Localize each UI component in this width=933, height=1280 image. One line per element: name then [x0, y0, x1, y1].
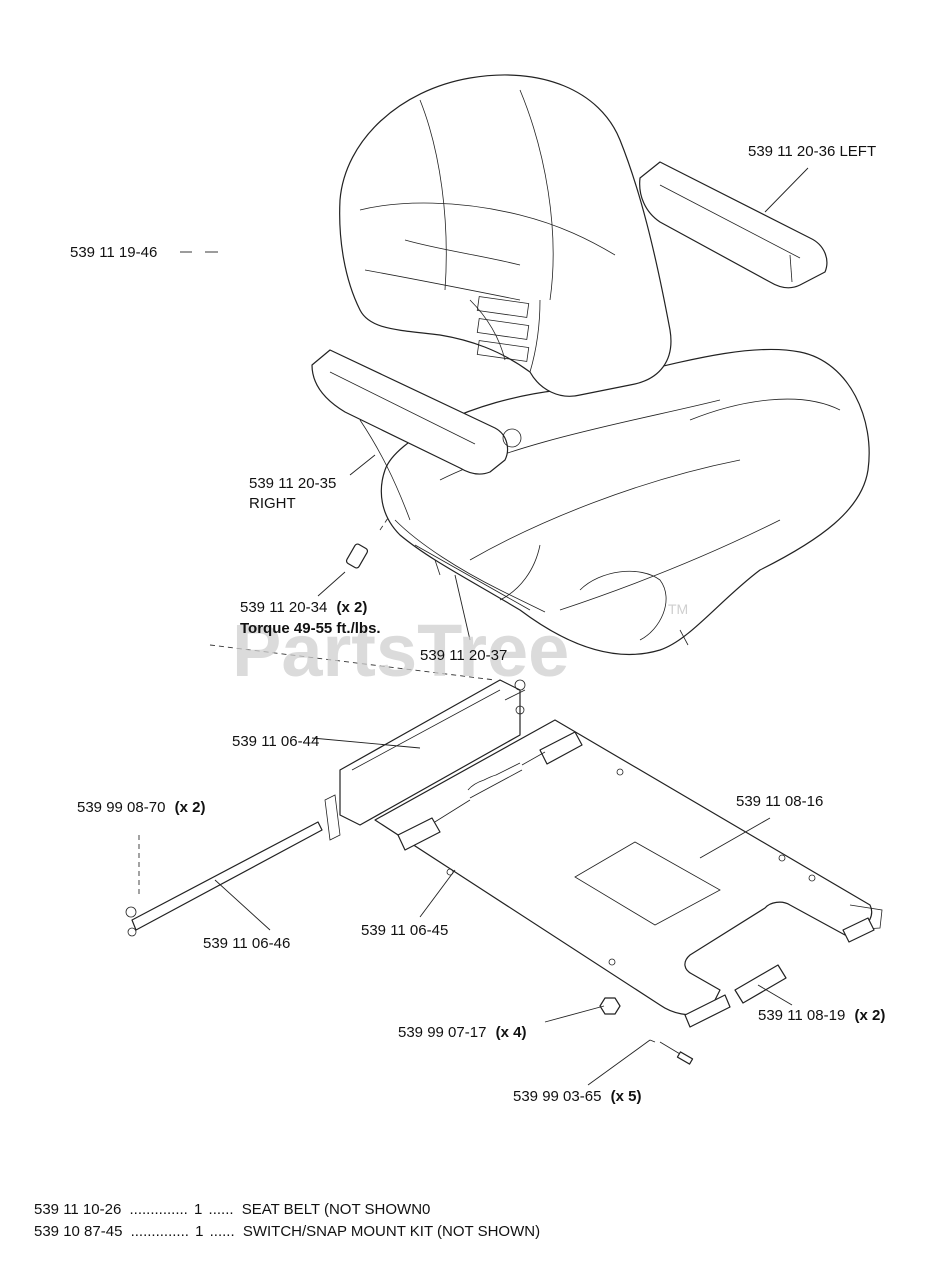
callout-spring: 539 11 06-45: [361, 922, 448, 939]
callout-armrest-left: 539 11 20-36 LEFT: [748, 143, 876, 160]
callout-nut-part: 539 99 07-17: [398, 1024, 486, 1041]
callout-seat-pan: 539 11 20-37: [420, 647, 507, 664]
callout-armrest-right-line2: RIGHT: [249, 495, 296, 512]
note-dots: ..............: [129, 1201, 187, 1218]
callout-slide-bracket-part: 539 11 06-44: [232, 733, 319, 750]
note-desc: SEAT BELT (NOT SHOWN0: [242, 1201, 431, 1218]
callout-pin-part: 539 99 03-65: [513, 1088, 601, 1105]
callout-clip-qty: (x 2): [175, 799, 206, 816]
callout-bushing-part: 539 11 08-19: [758, 1007, 845, 1024]
callout-armrest-right: 539 11 20-35: [249, 475, 336, 492]
callout-spring-part: 539 11 06-45: [361, 922, 448, 939]
callout-seat-bolt-torque: Torque 49-55 ft./lbs.: [240, 620, 381, 637]
callout-backrest: 539 11 19-46: [70, 244, 157, 261]
armrest-right: [311, 349, 522, 521]
callout-seat-bolt-qty: (x 2): [336, 599, 367, 616]
slide-bracket: [324, 679, 526, 841]
callout-pivot-rod: 539 11 06-46: [203, 935, 290, 952]
pivot-rod: [125, 821, 323, 937]
callout-seat-pan-part: 539 11 20-37: [420, 647, 507, 664]
callout-armrest-left-part: 539 11 20-36 LEFT: [748, 143, 876, 160]
watermark-trademark: TM: [668, 601, 688, 617]
callout-seat-bolt-part: 539 11 20-34: [240, 599, 327, 616]
armrest-left: [639, 161, 828, 289]
callout-pivot-rod-part: 539 11 06-46: [203, 935, 290, 952]
note-row: 539 11 10-26 .............. 1 ...... SEA…: [34, 1201, 430, 1218]
watermark-text: PartsTree: [232, 609, 569, 692]
callout-armrest-right-side: RIGHT: [249, 495, 296, 512]
callout-armrest-right-part: 539 11 20-35: [249, 475, 336, 492]
note-part: 539 10 87-45: [34, 1223, 122, 1240]
note-desc: SWITCH/SNAP MOUNT KIT (NOT SHOWN): [243, 1223, 540, 1240]
callout-nut: 539 99 07-17 (x 4): [398, 1024, 526, 1041]
callout-clip: 539 99 08-70 (x 2): [77, 799, 205, 816]
callout-slide-bracket: 539 11 06-44: [232, 733, 319, 750]
note-qty: 1: [195, 1223, 203, 1240]
callout-seat-plate: 539 11 08-16: [736, 793, 823, 810]
nut: [599, 997, 621, 1015]
note-dots: ......: [209, 1201, 234, 1218]
callout-seat-plate-part: 539 11 08-16: [736, 793, 823, 810]
callout-seat-bolt: 539 11 20-34 (x 2): [240, 599, 367, 616]
spring: [397, 731, 583, 851]
callout-pin-qty: (x 5): [611, 1088, 642, 1105]
seat-cushion: [380, 348, 870, 656]
backrest: [339, 74, 672, 397]
note-part: 539 11 10-26: [34, 1201, 121, 1218]
callout-bushing: 539 11 08-19 (x 2): [758, 1007, 885, 1024]
callout-pin: 539 99 03-65 (x 5): [513, 1088, 641, 1105]
callout-bushing-qty: (x 2): [854, 1007, 885, 1024]
callout-backrest-part: 539 11 19-46: [70, 244, 157, 261]
note-qty: 1: [194, 1201, 202, 1218]
note-dots: ......: [210, 1223, 235, 1240]
seat-pan: [394, 519, 689, 646]
callout-nut-qty: (x 4): [496, 1024, 527, 1041]
bushing: [684, 917, 875, 1028]
callout-seat-bolt-line2: Torque 49-55 ft./lbs.: [240, 620, 381, 637]
callout-clip-part: 539 99 08-70: [77, 799, 165, 816]
seat-bolt: [345, 514, 391, 569]
pin: [649, 1039, 694, 1065]
leader-lines: [180, 167, 809, 1086]
note-row: 539 10 87-45 .............. 1 ...... SWI…: [34, 1223, 540, 1240]
note-dots: ..............: [131, 1223, 189, 1240]
